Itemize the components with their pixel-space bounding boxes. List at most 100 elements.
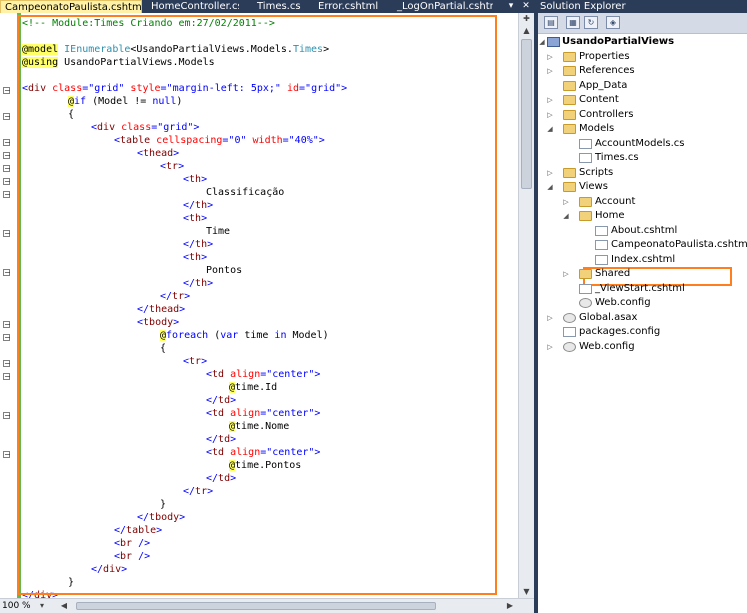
code-line: Classificação [206, 187, 285, 198]
scroll-left-icon[interactable]: ◀ [60, 601, 68, 610]
code-line: } [68, 577, 75, 588]
code-line: </table> [114, 525, 163, 536]
scrollbar-thumb[interactable] [521, 39, 532, 189]
collapsed-icon[interactable]: ▷ [547, 96, 553, 104]
cshtml-file-icon [579, 284, 592, 294]
collapsed-icon[interactable]: ▷ [547, 343, 553, 351]
tab-logonpartial[interactable]: _LogOnPartial.cshtml [397, 1, 493, 12]
code-line: Pontos [206, 265, 243, 276]
config-file-icon [563, 327, 576, 337]
collapsed-icon[interactable]: ▷ [547, 67, 553, 75]
collapsed-icon[interactable]: ▷ [563, 270, 569, 278]
collapse-icon[interactable]: − [3, 372, 11, 381]
cshtml-file-icon [595, 226, 608, 236]
code-line: <tbody> [137, 317, 180, 328]
split-icon[interactable]: ✚ [523, 14, 530, 23]
zoom-dropdown-icon[interactable]: ▾ [39, 601, 44, 610]
collapse-icon[interactable]: − [3, 164, 11, 173]
code-line: } [160, 499, 167, 510]
cshtml-file-icon [595, 240, 608, 250]
code-line: <div class="grid"> [91, 122, 200, 133]
vertical-scrollbar[interactable]: ✚ ▲ ▼ [518, 13, 534, 598]
collapse-icon[interactable]: − [3, 86, 11, 95]
code-line: </thead> [137, 304, 186, 315]
expanded-icon[interactable]: ◢ [539, 38, 545, 46]
code-line: @time.Nome [229, 421, 290, 432]
code-highlight-box [17, 15, 497, 595]
cshtml-file-icon [595, 255, 608, 265]
collapse-icon[interactable]: − [3, 112, 11, 121]
view-class-diagram-icon[interactable]: ◈ [606, 16, 620, 29]
code-line: <th> [183, 252, 208, 263]
code-line: <table cellspacing="0" width="40%"> [114, 135, 325, 146]
collapse-icon[interactable]: − [3, 151, 11, 160]
code-line: </th> [183, 200, 214, 211]
cs-file-icon [579, 153, 592, 163]
folder-icon [579, 269, 592, 279]
collapse-icon[interactable]: − [3, 229, 11, 238]
show-all-files-icon[interactable]: ▦ [566, 16, 580, 29]
code-editor[interactable]: − − − − − − − − − − − − − − − <!-- Modul… [0, 13, 534, 598]
expanded-icon[interactable]: ◢ [547, 125, 553, 133]
code-line: @if (Model != null) [68, 96, 183, 107]
code-line: <td align="center"> [206, 369, 321, 380]
change-tracking-bar [17, 13, 21, 598]
collapse-icon[interactable]: − [3, 268, 11, 277]
tab-campeonatopaulista[interactable]: CampeonatoPaulista.cshtml* [0, 0, 142, 13]
code-line: </div> [91, 564, 128, 575]
horizontal-scrollbar[interactable]: 100 % ▾ ◀ ▶ [0, 598, 534, 613]
config-file-icon [579, 298, 592, 308]
expanded-icon[interactable]: ◢ [547, 183, 553, 191]
folder-icon [563, 182, 576, 192]
solution-explorer: Solution Explorer ▤ ▦ ↻ ◈ ◢ UsandoPartia… [538, 0, 747, 613]
collapse-icon[interactable]: − [3, 138, 11, 147]
collapsed-icon[interactable]: ▷ [547, 53, 553, 61]
code-line: <td align="center"> [206, 447, 321, 458]
collapsed-icon[interactable]: ▷ [547, 111, 553, 119]
code-line: @foreach (var time in Model) [160, 330, 329, 341]
expanded-icon[interactable]: ◢ [563, 212, 569, 220]
collapse-icon[interactable]: − [3, 333, 11, 342]
folder-icon [563, 52, 576, 62]
collapse-icon[interactable]: − [3, 411, 11, 420]
document-tab-bar: CampeonatoPaulista.cshtml* HomeControlle… [0, 0, 534, 13]
code-line: @time.Pontos [229, 460, 302, 471]
tab-homecontroller[interactable]: HomeController.cs [151, 1, 239, 12]
collapsed-icon[interactable]: ▷ [547, 169, 553, 177]
code-line: { [68, 109, 75, 120]
folder-icon [563, 81, 576, 91]
folder-icon [563, 168, 576, 178]
code-line: <th> [183, 213, 208, 224]
zoom-level[interactable]: 100 % [2, 601, 31, 611]
collapse-icon[interactable]: − [3, 190, 11, 199]
code-line: <tr> [183, 356, 208, 367]
scroll-up-icon[interactable]: ▲ [523, 26, 530, 35]
pane-splitter[interactable] [534, 0, 538, 613]
properties-icon[interactable]: ▤ [544, 16, 558, 29]
code-line: </tr> [183, 486, 214, 497]
close-icon[interactable]: ✕ [522, 1, 530, 11]
scroll-down-icon[interactable]: ▼ [523, 587, 530, 596]
collapse-icon[interactable]: − [3, 359, 11, 368]
collapse-icon[interactable]: − [3, 177, 11, 186]
cs-file-icon [579, 139, 592, 149]
code-line: <br /> [114, 551, 151, 562]
collapse-icon[interactable]: − [3, 320, 11, 329]
tab-error[interactable]: Error.cshtml [318, 1, 378, 12]
code-line: <tr> [160, 161, 185, 172]
collapsed-icon[interactable]: ▷ [547, 314, 553, 322]
tab-times[interactable]: Times.cs [257, 1, 301, 12]
scrollbar-thumb[interactable] [76, 602, 436, 610]
code-line: { [160, 343, 167, 354]
scroll-right-icon[interactable]: ▶ [506, 601, 514, 610]
solution-explorer-toolbar: ▤ ▦ ↻ ◈ [538, 13, 747, 34]
folder-icon [579, 211, 592, 221]
panel-title: Solution Explorer [538, 0, 747, 13]
outline-gutter: − − − − − − − − − − − − − − − [0, 13, 14, 598]
code-line: <div class="grid" style="margin-left: 5p… [22, 83, 348, 94]
collapse-icon[interactable]: − [3, 450, 11, 459]
tab-overflow-chevron-icon[interactable]: ▾ [508, 1, 514, 11]
collapsed-icon[interactable]: ▷ [563, 198, 569, 206]
refresh-icon[interactable]: ↻ [584, 16, 598, 29]
code-line: </td> [206, 434, 237, 445]
